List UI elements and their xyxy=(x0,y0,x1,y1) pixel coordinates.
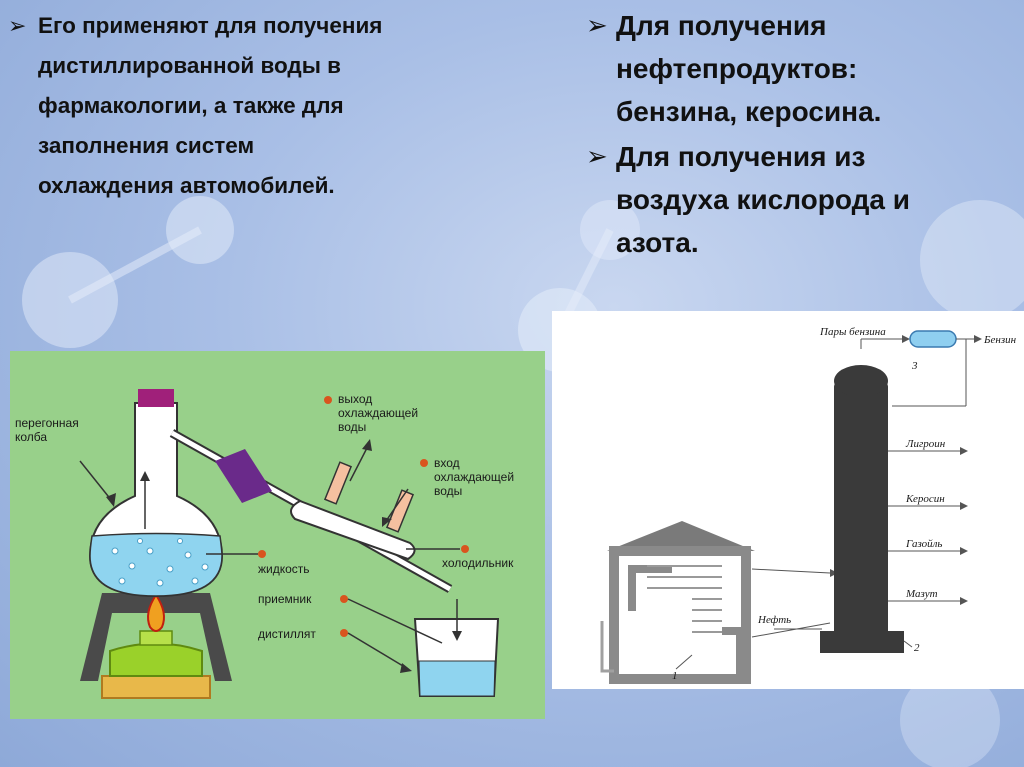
label-ligroin: Лигроин xyxy=(905,438,946,450)
label-kerosene: Керосин xyxy=(905,493,945,505)
furnace-icon xyxy=(609,546,751,684)
label-petrol: Бензин xyxy=(983,334,1017,346)
burner-icon xyxy=(109,642,203,677)
condenser-icon xyxy=(909,330,957,348)
label-receiver: приемник xyxy=(258,592,312,606)
oil-distillation-diagram: Пары бензина Бензин 3 Лигроин Керосин Га… xyxy=(552,311,1024,689)
bullet-text: Его применяют для получения дистиллирова… xyxy=(38,13,383,198)
label-distillate: дистиллят xyxy=(258,627,316,641)
flame-icon xyxy=(147,593,165,632)
condenser-icon xyxy=(290,499,416,561)
arrow-bullet-icon: ➢ xyxy=(586,10,608,40)
label-mazut: Мазут xyxy=(905,588,938,600)
right-bullet-1: ➢ Для получения нефтепродуктов: бензина,… xyxy=(586,4,1016,133)
right-bullet-2: ➢ Для получения из воздуха кислорода и а… xyxy=(586,135,1016,264)
label-liquid: жидкость xyxy=(258,562,310,576)
label-condenser: холодильник xyxy=(442,556,514,570)
connector-icon xyxy=(215,449,272,503)
label-oil: Нефть xyxy=(757,614,791,626)
bullet-text: Для получения из воздуха кислорода и азо… xyxy=(616,141,910,258)
furnace-roof-icon xyxy=(607,521,755,551)
label-vapors: Пары бензина xyxy=(819,326,886,338)
bullet-text: Для получения нефтепродуктов: бензина, к… xyxy=(616,10,882,127)
left-text-column: ➢ Его применяют для получения дистиллиро… xyxy=(8,6,528,208)
right-text-column: ➢ Для получения нефтепродуктов: бензина,… xyxy=(586,4,1016,266)
label-number-1: 1 xyxy=(672,670,678,682)
arrow-bullet-icon: ➢ xyxy=(586,141,608,171)
label-gasoil: Газойль xyxy=(905,538,942,550)
label-number-3: 3 xyxy=(911,360,918,372)
stopper-icon xyxy=(138,389,174,407)
column-icon xyxy=(834,381,888,649)
arrow-bullet-icon: ➢ xyxy=(8,13,27,38)
left-bullet-1: ➢ Его применяют для получения дистиллиро… xyxy=(8,6,528,206)
label-number-2: 2 xyxy=(914,642,920,654)
